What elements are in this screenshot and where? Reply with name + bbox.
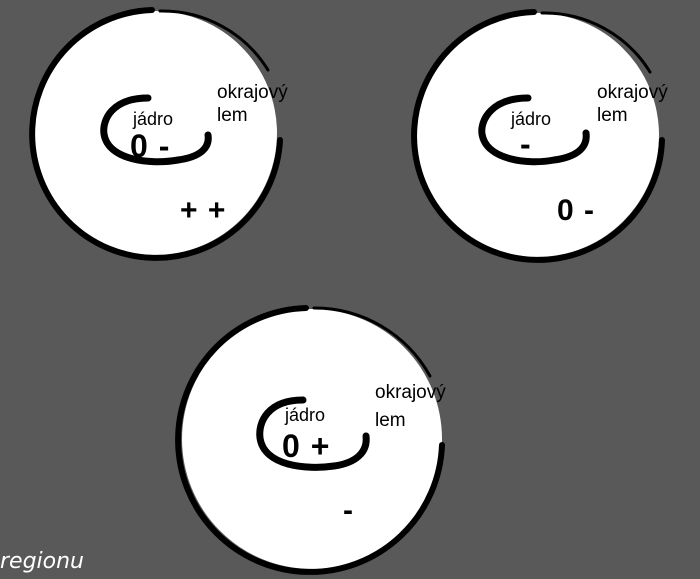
panel-1-disc-outline-top [158,9,270,72]
panel-3-rim-label-line1: okrajový [375,382,446,403]
panel-1-core-swirl [100,94,212,166]
panel-1-core-label: jádro [133,109,174,129]
panel-3-disc [182,309,442,569]
panel-2-disc-outline-top [540,11,652,74]
panel-2-disc [415,13,659,257]
panel-1-graphic [29,7,283,261]
panel-1-disc [33,11,277,255]
panel-1-rim-label-line2: lem [217,105,248,126]
panel-3-core-swirl [256,396,370,471]
panel-1-disc-outline [29,7,283,261]
panel-2-rim-label-line2: lem [597,105,628,126]
panel-2-rim-sign: 0 - [557,194,596,227]
panel-2-core-sign: - [520,126,532,162]
panel-3-rim-sign: - [343,494,354,527]
panel-3-core-sign: 0 + [282,428,331,464]
panel-1-core-sign: 0 - [130,128,171,164]
panel-3-disc-outline-top [312,306,432,378]
panel-2-graphic [411,9,665,263]
panel-3-core-label: jádro [285,405,326,425]
panel-2-core-label: jádro [511,109,552,129]
panel-3-disc-outline [175,305,445,575]
panel-2-disc-outline [411,9,665,263]
panel-3-rim-label-line2: lem [375,410,406,431]
caption-text: regionu [0,549,85,574]
panel-3-graphic [175,305,445,575]
panel-2-rim-label-line1: okrajový [597,82,668,103]
panel-1-rim-label-line1: okrajový [217,82,288,103]
panel-1-rim-sign: + + [180,194,227,227]
panel-2-core-swirl [478,94,590,166]
